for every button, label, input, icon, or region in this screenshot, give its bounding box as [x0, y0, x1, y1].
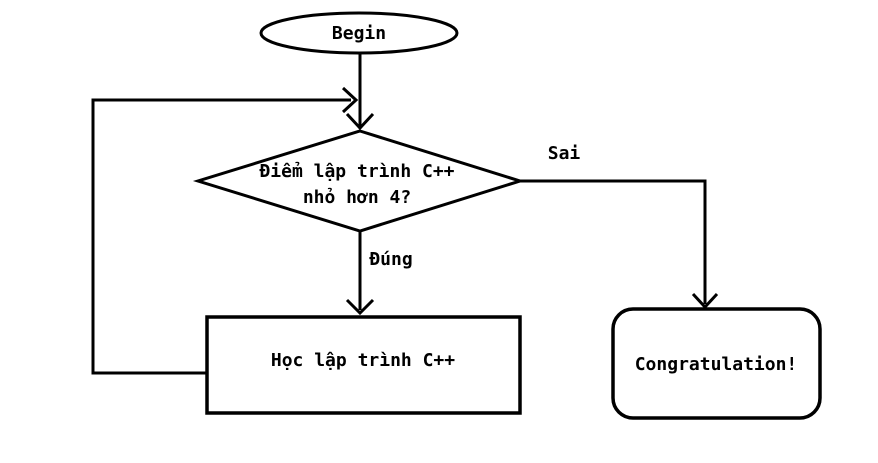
arrowhead-down-icon [345, 298, 375, 316]
connector-line [91, 98, 351, 375]
edge-begin-to-decision [345, 53, 375, 131]
arrowhead-down-icon [691, 292, 719, 310]
process-node: Học lập trình C++ [205, 315, 522, 415]
edge-decision-false: Sai [520, 143, 719, 310]
end-label: Congratulation! [635, 354, 798, 375]
process-label: Học lập trình C++ [271, 350, 455, 371]
false-branch-label: Sai [548, 143, 581, 164]
connector-line [520, 179, 707, 304]
edge-decision-true: Đúng [345, 231, 413, 316]
arrowhead-down-icon [345, 112, 375, 131]
decision-label-line1: Điểm lập trình C++ [259, 161, 454, 182]
end-rounded-rectangle [611, 307, 822, 420]
true-branch-label: Đúng [369, 249, 412, 270]
begin-label: Begin [332, 23, 386, 44]
begin-node: Begin [259, 11, 459, 55]
end-node: Congratulation! [611, 307, 822, 420]
arrowhead-right-icon [341, 86, 359, 114]
edge-process-loopback [91, 86, 359, 375]
decision-label-line2: nhỏ hơn 4? [303, 187, 411, 208]
process-rectangle [205, 315, 522, 415]
decision-node: Điểm lập trình C++ nhỏ hơn 4? [192, 129, 526, 233]
